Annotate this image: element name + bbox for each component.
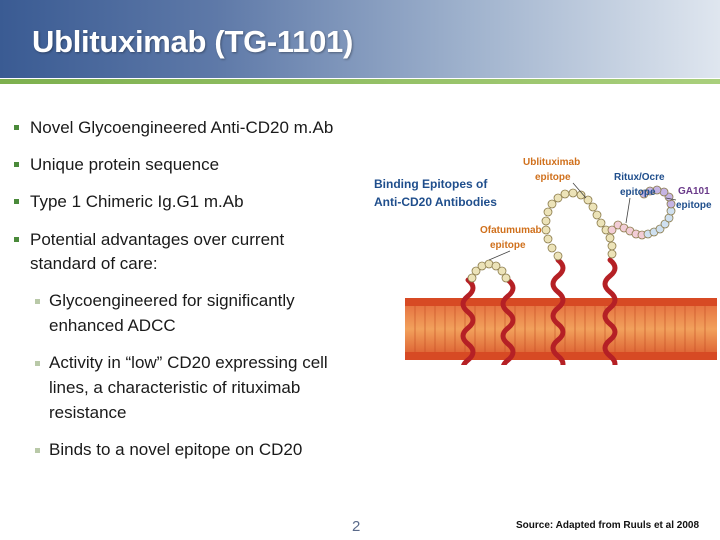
bullet-marker <box>35 361 40 366</box>
ublituximab-epitope-label: Ublituximab epitope <box>523 157 580 183</box>
label-line: Ublituximab <box>523 157 580 168</box>
bullet-item: Type 1 Chimeric Ig.G1 m.Ab <box>14 191 374 212</box>
diagram-heading: Binding Epitopes of Anti-CD20 Antibodies <box>374 177 497 209</box>
title-divider <box>0 79 720 84</box>
bullet-marker <box>14 199 19 204</box>
bullet-marker <box>35 299 40 304</box>
bullet-text: Novel Glycoengineered Anti-CD20 m.Ab <box>30 118 334 137</box>
sub-bullet-item: Binds to a novel epitope on CD20 <box>35 437 370 462</box>
bullet-text: standard of care: <box>30 254 158 273</box>
sub-bullet-item: Glycoengineered for significantly enhanc… <box>35 288 370 338</box>
bullet-item: Potential advantages over current standa… <box>14 228 374 276</box>
bullet-marker <box>35 448 40 453</box>
cd20-epitope-diagram: Binding Epitopes of Anti-CD20 Antibodies… <box>374 157 717 365</box>
label-line: epitope <box>620 187 656 198</box>
small-extracellular-loop <box>467 259 511 283</box>
label-pointers <box>488 182 677 261</box>
bullet-text: enhanced ADCC <box>49 316 176 335</box>
bullet-text: Unique protein sequence <box>30 155 220 174</box>
bullet-text: Glycoengineered for significantly <box>49 291 295 310</box>
label-line: Ritux/Ocre <box>614 172 665 183</box>
label-line: epitope <box>490 240 526 251</box>
bullet-text: lines, a characteristic of rituximab <box>49 378 301 397</box>
transmembrane-helices <box>460 257 618 365</box>
label-line: epitope <box>535 172 571 183</box>
label-line: Ofatumumab <box>480 225 542 236</box>
source-citation: Source: Adapted from Ruuls et al 2008 <box>516 520 700 531</box>
ritux-epitope-label: Ritux/Ocre epitope <box>614 172 665 198</box>
bullet-text: resistance <box>49 403 127 422</box>
diagram-heading-line: Binding Epitopes of <box>374 177 488 191</box>
bullet-marker <box>14 162 19 167</box>
large-extracellular-loop <box>541 185 676 261</box>
bullet-item: Novel Glycoengineered Anti-CD20 m.Ab <box>14 117 374 138</box>
bullet-item: Unique protein sequence <box>14 154 374 175</box>
title-bar: Ublituximab (TG-1101) <box>0 0 720 78</box>
bullet-marker <box>14 125 19 130</box>
diagram-heading-line: Anti-CD20 Antibodies <box>374 195 497 209</box>
slide-title: Ublituximab (TG-1101) <box>32 24 353 59</box>
bullet-marker <box>14 237 19 242</box>
bullet-text: Activity in “low” CD20 expressing cell <box>49 353 328 372</box>
bullet-text: Binds to a novel epitope on CD20 <box>49 440 303 459</box>
bullet-text: Potential advantages over current <box>30 230 285 249</box>
label-line: GA101 <box>678 186 710 197</box>
sub-bullet-item: Activity in “low” CD20 expressing cell l… <box>35 350 370 425</box>
bullet-text: Type 1 Chimeric Ig.G1 m.Ab <box>30 192 244 211</box>
ofatumumab-epitope-label: Ofatumumab epitope <box>480 225 542 251</box>
label-line: epitope <box>676 200 712 211</box>
page-number: 2 <box>352 518 361 535</box>
ga101-epitope-label: GA101 epitope <box>676 186 712 211</box>
